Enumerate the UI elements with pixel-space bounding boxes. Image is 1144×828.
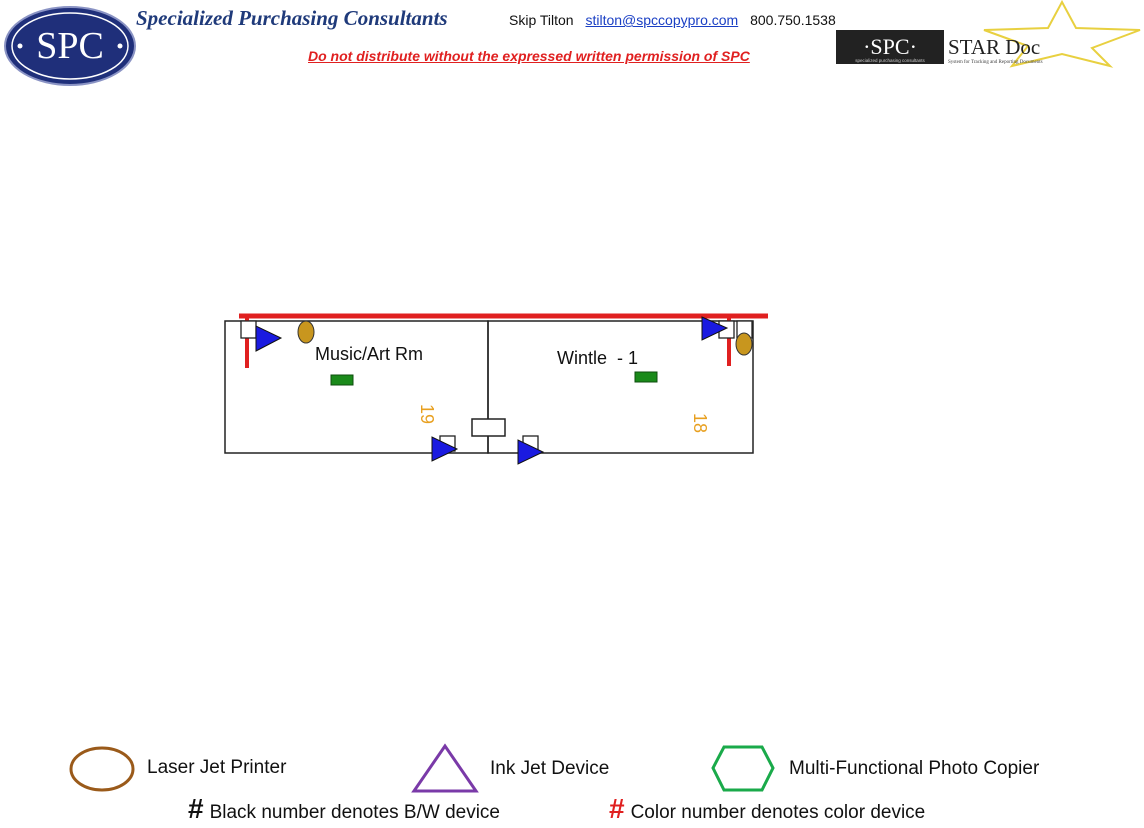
star-doc-logo: ·SPC· specialized purchasing consultants… — [836, 0, 1141, 68]
star-doc-spc-text: ·SPC· — [863, 34, 917, 59]
contact-info: Skip Tilton stilton@spccopypro.com 800.7… — [509, 12, 836, 28]
legend-color-note: # Color number denotes color device — [609, 793, 925, 825]
legend-laser-label: Laser Jet Printer — [147, 757, 287, 778]
black-hash-icon: # — [188, 793, 204, 824]
star-doc-subtitle: System for Tracking and Reporting Docume… — [948, 60, 1043, 65]
contact-name: Skip Tilton — [509, 12, 574, 28]
copier-legend-icon — [711, 745, 775, 792]
laser-jet-legend-icon — [69, 746, 135, 792]
ink-jet-device-icon — [431, 436, 459, 462]
legend-color-note-text: Color number denotes color device — [630, 802, 926, 823]
room-label-music-art: Music/Art Rm — [315, 344, 423, 364]
door-box — [471, 418, 506, 437]
device-number-18: 18 — [690, 413, 710, 433]
star-doc-spc-sub: specialized purchasing consultants — [855, 58, 925, 63]
legend-copier-label: Multi-Functional Photo Copier — [789, 758, 1040, 779]
star-doc-title: STAR Doc — [948, 35, 1040, 59]
ink-jet-device-icon — [701, 316, 729, 341]
laser-jet-printer-icon — [735, 332, 753, 356]
spc-logo: SPC — [4, 6, 136, 86]
device-number-19: 19 — [417, 404, 437, 424]
ink-jet-device-icon — [517, 439, 545, 465]
contact-email-link[interactable]: stilton@spccopypro.com — [585, 12, 739, 28]
legend-bw-note-text: Black number denotes B/W device — [209, 802, 500, 823]
contact-phone: 800.750.1538 — [750, 12, 836, 28]
device-frame — [240, 320, 257, 339]
photo-copier-icon — [634, 371, 658, 383]
distribution-notice: Do not distribute without the expressed … — [308, 48, 750, 64]
ink-jet-device-icon — [255, 325, 283, 352]
room-label-wintle: Wintle - 1 — [557, 348, 638, 368]
legend-bw-note: # Black number denotes B/W device — [188, 793, 500, 825]
ink-jet-legend-icon — [411, 743, 479, 793]
photo-copier-icon — [330, 374, 354, 386]
laser-jet-printer-icon — [297, 320, 315, 344]
company-name: Specialized Purchasing Consultants — [136, 6, 448, 30]
room-outline-wintle — [487, 320, 754, 454]
legend-inkjet-label: Ink Jet Device — [490, 758, 610, 779]
red-hash-icon: # — [609, 793, 625, 824]
spc-logo-text: SPC — [36, 25, 104, 67]
